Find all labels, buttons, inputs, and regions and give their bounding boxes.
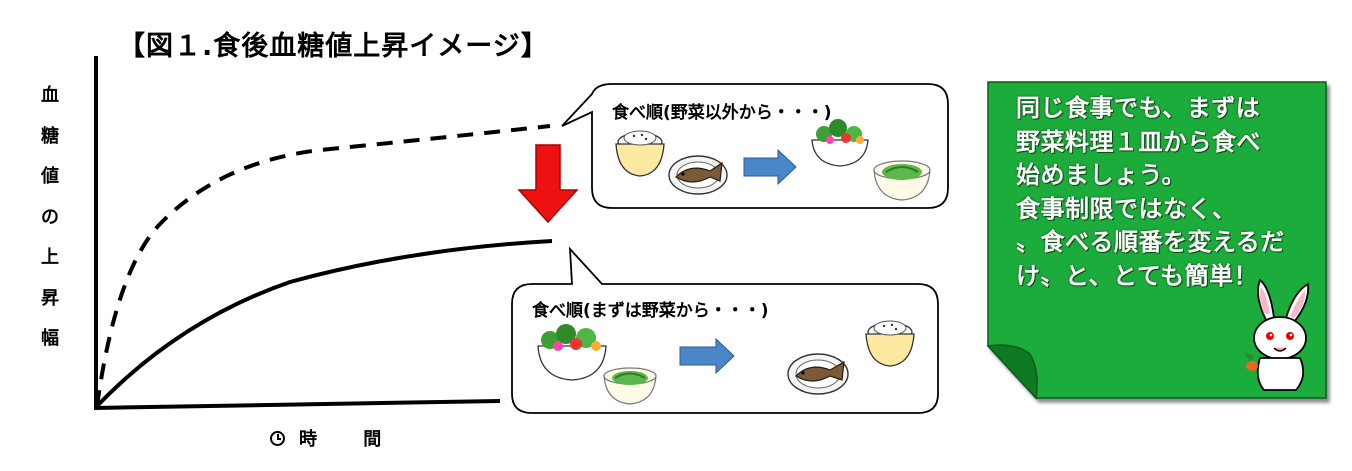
note-line: 野菜料理１皿から食べ [1016, 127, 1261, 156]
diagram-title: 【図１.食後血糖値上昇イメージ】 [118, 31, 549, 62]
curve-dashed-other-first [95, 124, 551, 407]
y-axis-label-char: 糖 [41, 125, 59, 147]
x-axis-label: 時 間 [270, 425, 401, 451]
greens-bowl-icon [873, 160, 931, 201]
clock-icon [270, 430, 285, 446]
y-axis-label-char: 昇 [41, 287, 59, 309]
salad-bowl-icon [537, 324, 607, 381]
y-axis-label-char: 幅 [41, 328, 59, 349]
y-axis-label-char: 上 [41, 247, 59, 268]
y-axis-label-char: 血 [41, 85, 59, 106]
y-axis-label-char: 値 [41, 166, 59, 187]
y-axis-label: 血 糖 値 の 上 昇 幅 [38, 76, 62, 360]
green-note [987, 81, 1327, 399]
rice-bowl-icon [615, 130, 665, 177]
curve-solid-vegetables-first [95, 239, 553, 408]
bubble-bottom-text: 食べ順(まずは野菜から・・・) [532, 301, 769, 321]
note-line: 始めましょう。 [1016, 161, 1187, 189]
salad-bowl-icon [811, 119, 869, 167]
green-note-text: 同じ食事でも、まずは 野菜料理１皿から食べ 始めましょう。 食事制限ではなく、 … [1016, 92, 1326, 293]
blue-right-arrow-top [743, 148, 797, 186]
note-line: 同じ食事でも、まずは [1016, 94, 1261, 122]
red-down-arrow [517, 144, 579, 224]
blue-right-arrow-bottom [679, 337, 735, 375]
rabbit-mascot-icon [1244, 278, 1310, 391]
note-line: 食事制限ではなく、 [1016, 194, 1237, 223]
rice-bowl-icon [865, 320, 915, 367]
x-axis [93, 399, 501, 410]
green-note-curl [986, 344, 1038, 400]
y-axis-label-char: の [41, 206, 59, 228]
bubble-top-text: 食べ順(野菜以外から・・・) [612, 103, 832, 123]
x-axis-label-text: 時 間 [299, 429, 402, 450]
note-line: け〟と、とても簡単！ [1016, 261, 1259, 290]
fish-plate-icon [668, 155, 728, 195]
speech-bubble-top [561, 83, 949, 209]
note-line: 〟食べる順番を変えるだ [1016, 228, 1285, 256]
greens-bowl-icon [603, 367, 657, 405]
fish-plate-icon [787, 353, 849, 395]
